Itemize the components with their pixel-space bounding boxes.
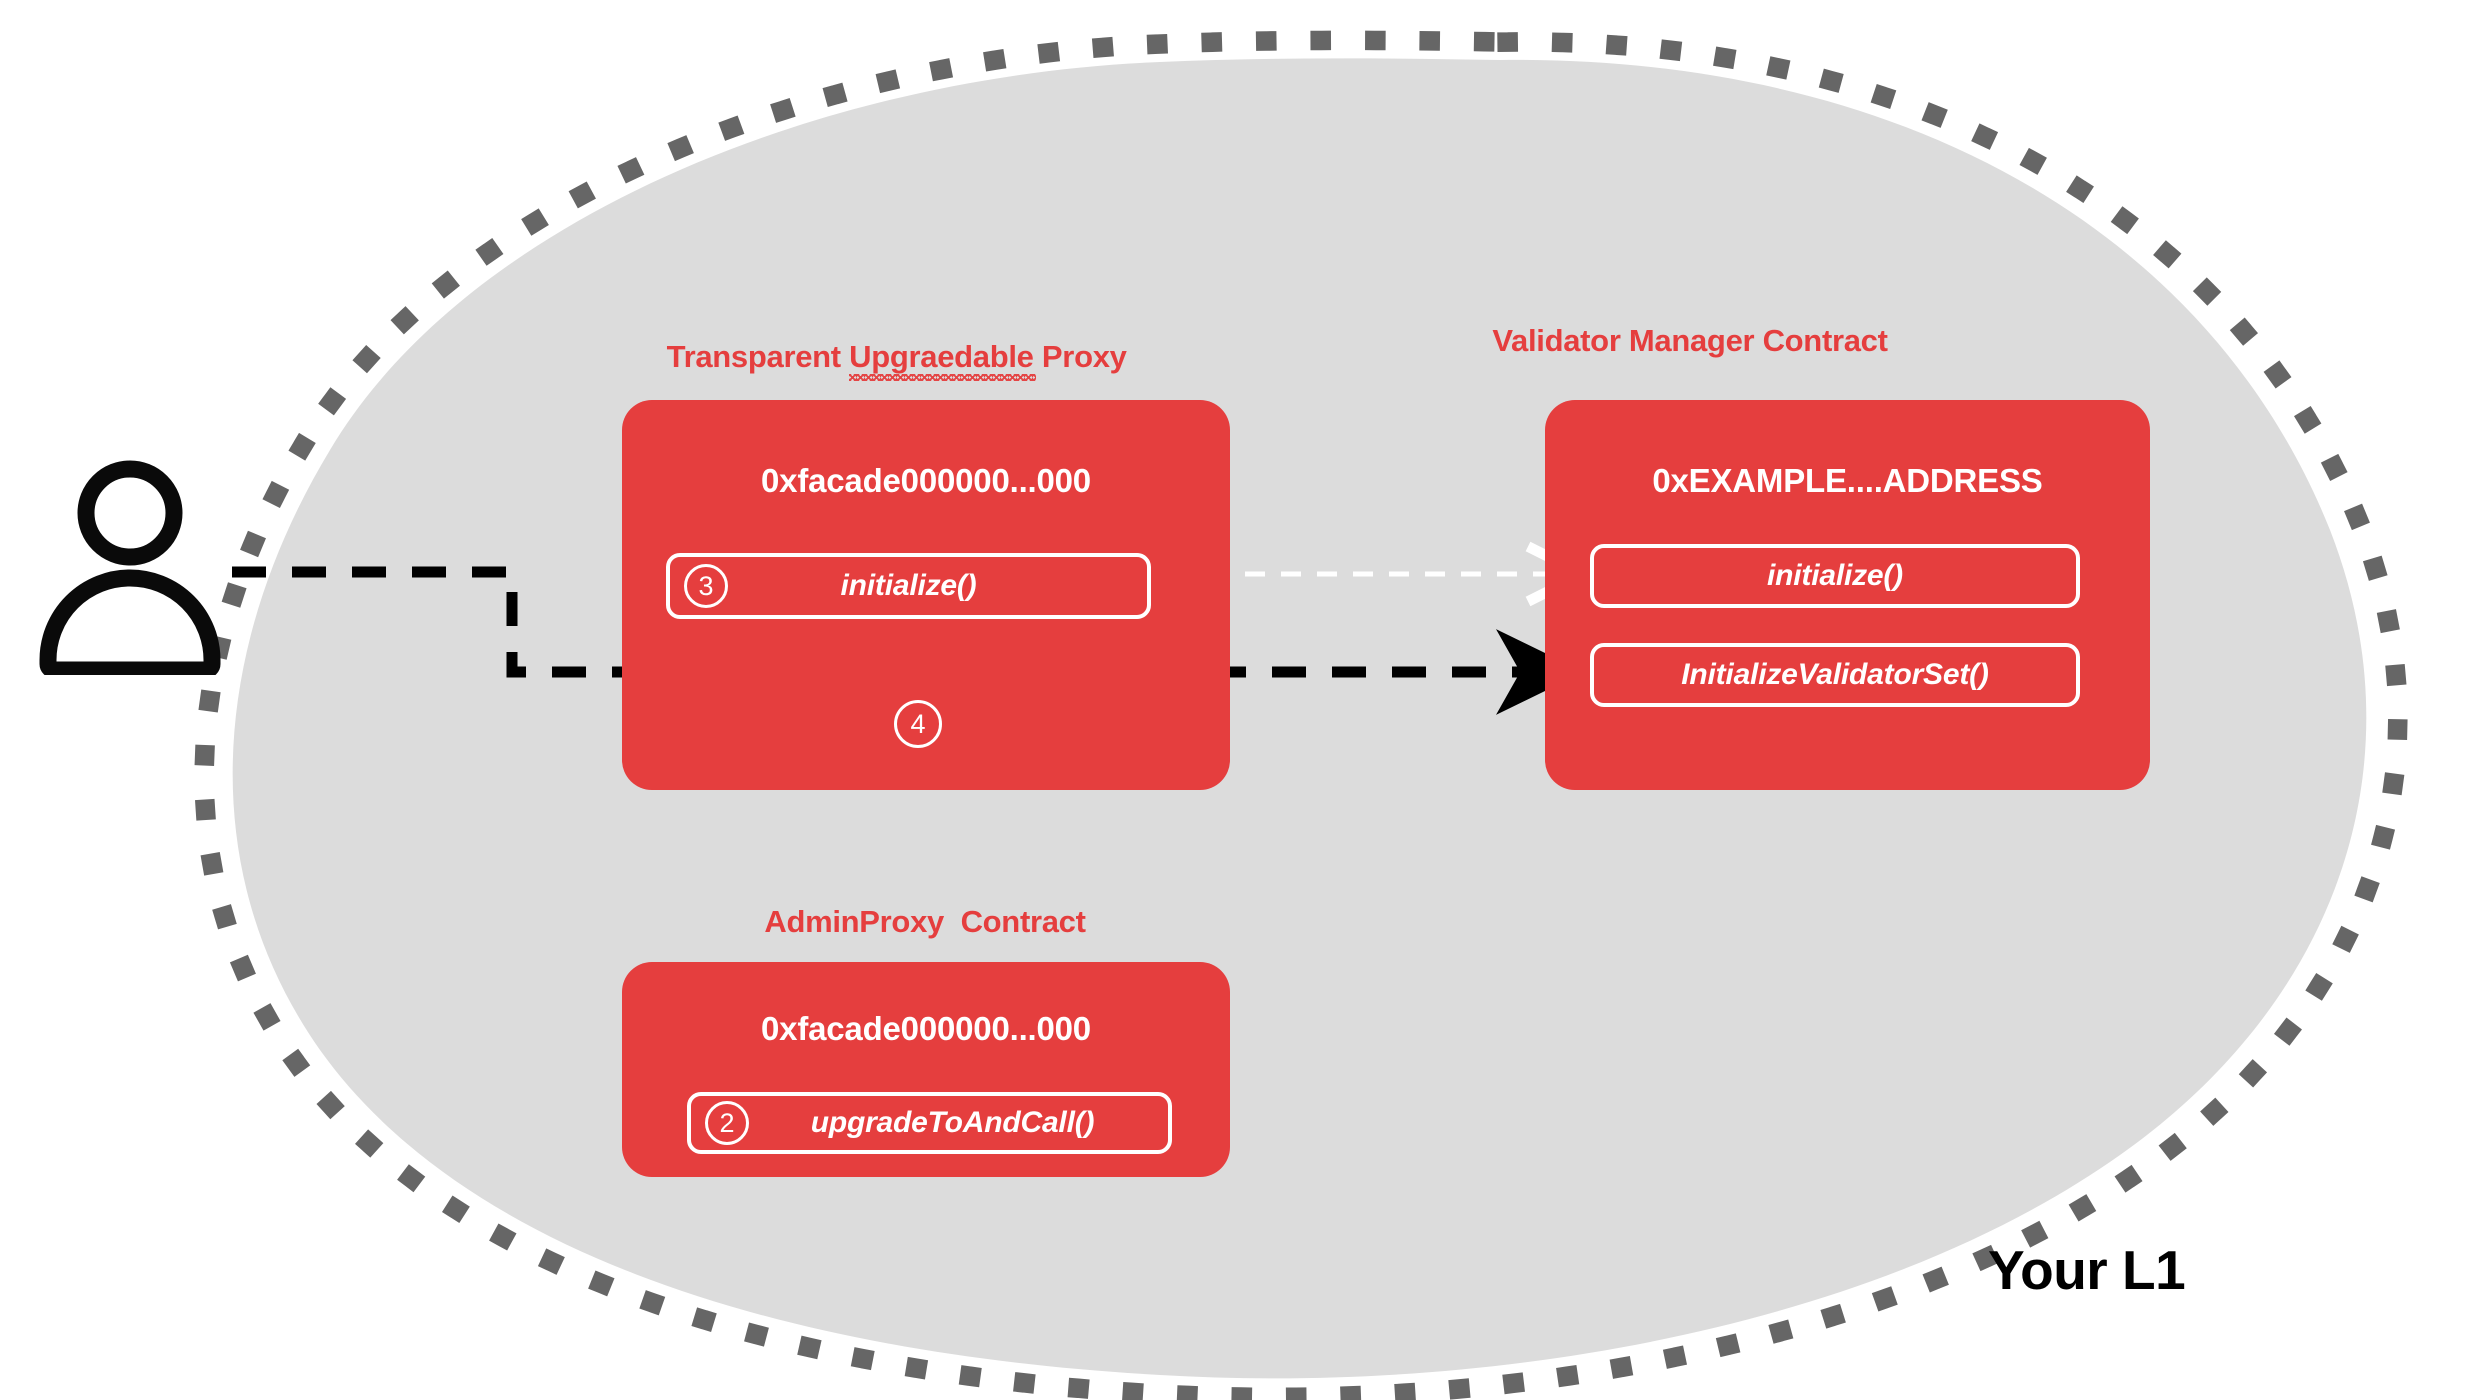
- step-badge-2: 2: [705, 1101, 749, 1145]
- fn-label-proxy-initialize: initialize(): [840, 569, 977, 602]
- transparent-proxy-title-prefix: Transparent: [666, 339, 850, 374]
- fn-pill-impl-initialize[interactable]: initialize(): [1590, 544, 2080, 608]
- fn-pill-initialize-validator-set[interactable]: InitializeValidatorSet(): [1590, 643, 2080, 707]
- validator-manager-card[interactable]: 0xEXAMPLE....ADDRESS initialize() Initia…: [1545, 400, 2150, 790]
- step-badge-4: 4: [894, 700, 942, 748]
- admin-proxy-card[interactable]: 0xfacade000000...000 2 upgradeToAndCall(…: [622, 962, 1230, 1177]
- l1-label: Your L1: [1988, 1239, 2186, 1301]
- fn-label-upgrade-to-and-call: upgradeToAndCall(): [810, 1106, 1095, 1139]
- transparent-proxy-title-misspelled: Upgraedable: [849, 339, 1037, 381]
- fn-label-impl-initialize: initialize(): [1767, 559, 1903, 592]
- validator-manager-address: 0xEXAMPLE....ADDRESS: [1652, 462, 2043, 499]
- admin-proxy-address: 0xfacade000000...000: [761, 1010, 1091, 1047]
- step-badge-3: 3: [684, 564, 728, 608]
- transparent-proxy-address: 0xfacade000000...000: [761, 462, 1091, 499]
- transparent-proxy-title-suffix: Proxy: [1033, 339, 1127, 374]
- fn-label-initialize-validator-set: InitializeValidatorSet(): [1681, 658, 1989, 691]
- fn-pill-upgrade-to-and-call[interactable]: 2 upgradeToAndCall(): [687, 1092, 1172, 1154]
- user-icon: [39, 460, 221, 675]
- admin-proxy-title: AdminProxy Contract: [764, 904, 1086, 939]
- fn-pill-proxy-initialize[interactable]: 3 initialize(): [666, 553, 1151, 619]
- transparent-proxy-card[interactable]: 0xfacade000000...000 3 initialize() 4: [622, 400, 1230, 790]
- validator-manager-title: Validator Manager Contract: [1492, 323, 1888, 358]
